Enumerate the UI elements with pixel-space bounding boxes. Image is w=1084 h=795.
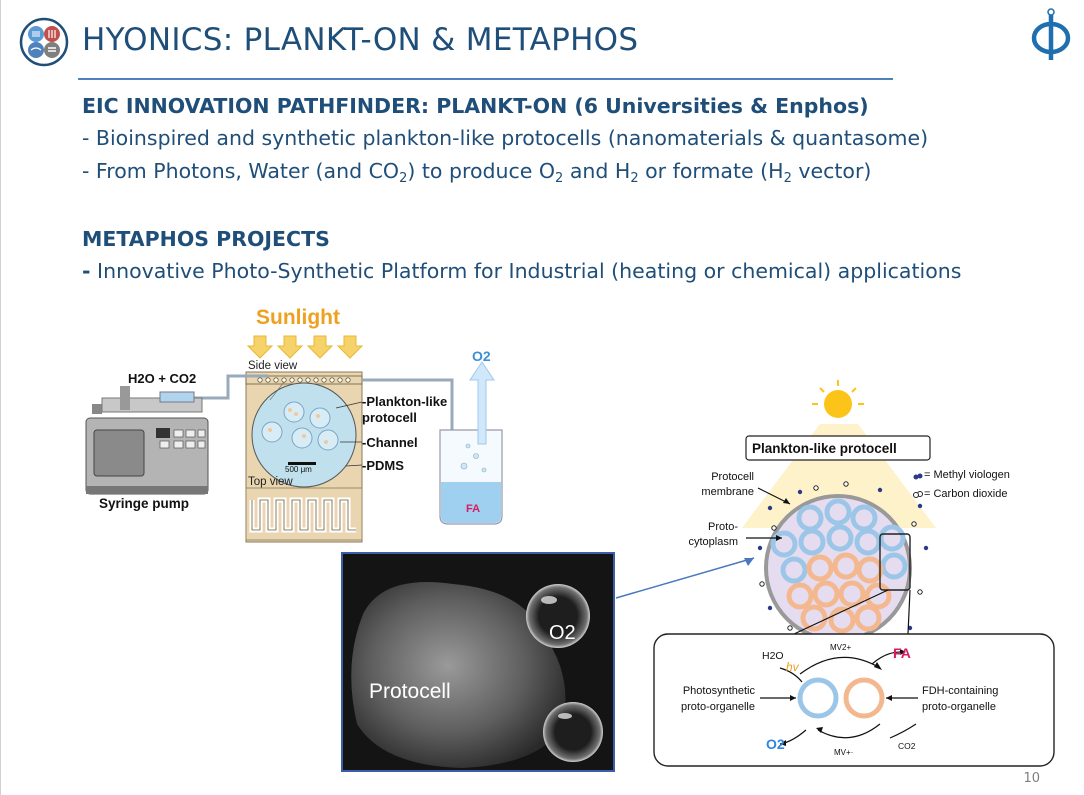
channel-label: -Channel [362,435,418,450]
side-view-label: Side view [248,360,298,372]
o2-beaker-label: O2 [472,348,491,364]
top-view-label: Top view [248,476,293,488]
page-number: 10 [1023,771,1040,786]
slide-title: HYONICS: PLANKT-ON & METAPHOS [82,22,639,58]
plankton-like-protocell-title: Plankton-like protocell [752,441,897,456]
proto-cytoplasm-label: Proto-cytoplasm [688,521,738,548]
photo-to-protocell-arrow [615,557,755,599]
detail-o2-label: O2 [766,736,785,752]
protocell-micrograph: Protocell O2 [341,552,615,772]
section-heading-metaphos: METAPHOS PROJECTS [82,227,330,251]
sun-icon [812,380,864,418]
detail-co2-label: CO2 [898,741,916,751]
sunlight-arrows [246,335,364,359]
legend-markers [913,474,919,498]
detail-mv2-label: MV2+ [830,643,852,652]
bullet-photons-water: - From Photons, Water (and CO2) to produ… [82,159,872,186]
microfluidic-setup-diagram [85,335,503,543]
legend-methyl-viologen: = Methyl viologen [924,469,1010,481]
title-underline [78,78,893,80]
fa-beaker-label: FA [466,503,481,515]
atom-logo-icon [19,17,69,67]
photo-protocell-label: Protocell [369,680,451,703]
detail-h2o-label: H2O [762,650,784,662]
section-heading-planktoon: EIC INNOVATION PATHFINDER: PLANKT-ON (6 … [82,94,869,118]
scale-bar-label: 500 μm [285,465,312,474]
h2o-co2-label: H2O + CO2 [128,371,197,386]
photo-o2-label: O2 [549,622,576,644]
protocell-schematic [653,380,1055,767]
legend-carbon-dioxide: = Carbon dioxide [924,488,1008,500]
detail-hv-label: hv [786,660,799,674]
detail-mvplus-label: MV+· [834,748,854,757]
phi-logo-icon [1031,8,1071,60]
bullet-photosynthetic-platform: - Innovative Photo-Synthetic Platform fo… [82,259,962,283]
bullet-bioinspired: - Bioinspired and synthetic plankton-lik… [82,126,929,150]
syringe-pump-label: Syringe pump [99,496,190,511]
sunlight-label: Sunlight [256,306,340,329]
slide-left-border [0,0,1,795]
pdms-label: -PDMS [362,458,404,473]
detail-fa-label: FA [893,645,911,661]
